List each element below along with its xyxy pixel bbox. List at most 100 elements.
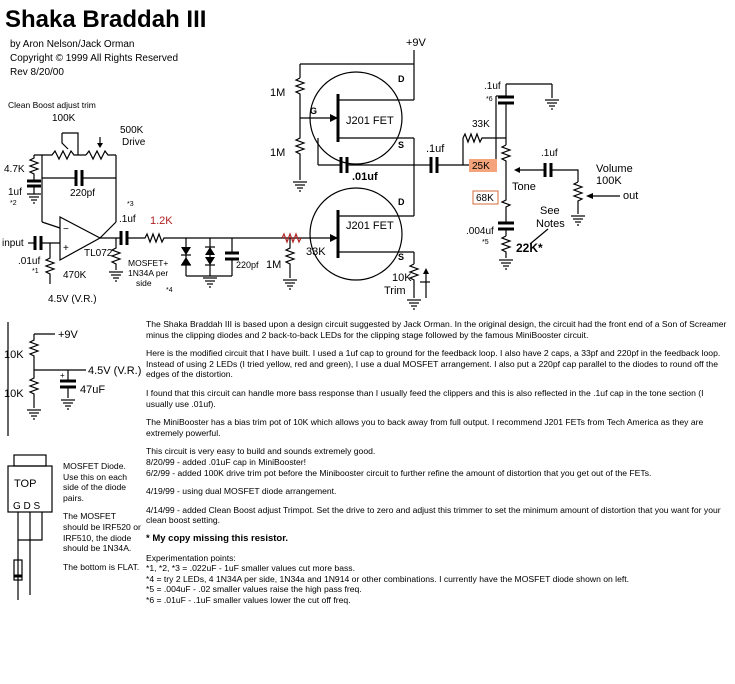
mark-6-label: *6 — [486, 96, 493, 103]
fet1-pin-d: D — [398, 74, 405, 84]
trim-10k — [408, 263, 420, 298]
r-1-2k-label: 1.2K — [150, 215, 173, 227]
fet1-label: J201 FET — [346, 115, 394, 127]
svg-text:+: + — [63, 243, 69, 254]
notes-experiment-6: *6 = .01uF - .1uF smaller values lower t… — [146, 594, 351, 605]
r-1m-b-label: 1M — [270, 147, 285, 159]
r-68k-box — [472, 190, 499, 205]
c-1uf-out-label: .1uf — [426, 143, 445, 155]
out-label: out — [623, 190, 638, 202]
c-1uf-label: 1uf — [8, 187, 22, 198]
mark-4-label: *4 — [166, 287, 173, 294]
r-25k-highlight — [469, 159, 497, 172]
mosfet-note-1: MOSFET+ — [128, 258, 168, 268]
ps-resistor-1 — [28, 334, 40, 370]
fet2-symbol — [309, 187, 403, 281]
c-1uf-vol-label: .1uf — [541, 148, 558, 159]
fet1-pin-g: G — [310, 106, 317, 116]
c-1uf-b-label: .1uf — [119, 214, 136, 225]
drive-pot — [85, 149, 116, 161]
c-01uf-mid-label: .01uf — [352, 171, 378, 183]
notes-footnote: * My copy missing this resistor. — [146, 532, 289, 544]
resistor-33k-gate — [281, 232, 302, 244]
r-100k-vol-label: 100K — [596, 175, 622, 187]
volume-label: Volume — [596, 163, 633, 175]
volume-pot — [572, 181, 584, 214]
resistor-1m-a — [294, 77, 306, 110]
fet2-pin-s: S — [398, 252, 404, 262]
r-500k-label: 500K — [120, 125, 144, 136]
notes-paragraph-3: I found that this circuit can handle mor… — [146, 387, 704, 409]
notes-experiment-heading: Experimentation points: — [146, 552, 236, 563]
see-notes-2: Notes — [536, 218, 565, 230]
c-220pf-label: 220pf — [70, 188, 95, 199]
pkg-top-label: TOP — [14, 478, 36, 490]
notes-paragraph-4: The MiniBooster has a bias trim pot of 1… — [146, 417, 704, 438]
resistor-1m-c — [284, 238, 296, 278]
tone-pot — [500, 144, 512, 212]
r-1m-a-label: 1M — [270, 87, 285, 99]
notes-experiment-5: *5 = .004uF - .02 smaller values raise t… — [146, 584, 362, 595]
resistor-1-2k — [128, 232, 180, 244]
notes-paragraph-2: Here is the modified circuit that I have… — [146, 348, 721, 380]
pkg-pins-label: G D S — [13, 501, 41, 512]
mark-5-label: *5 — [482, 239, 489, 246]
mosfet-diodes — [181, 238, 232, 277]
r-100k-label: 100K — [52, 113, 76, 124]
c-004uf-label: .004uf — [466, 226, 494, 237]
notes-paragraph-8: 4/19/99 - using dual MOSFET diode arrang… — [146, 486, 337, 497]
notes-paragraph-1: The Shaka Braddah III is based upon a de… — [146, 319, 727, 340]
authors: by Aron Nelson/Jack Orman — [10, 39, 135, 50]
mark-1-label: *1 — [32, 268, 39, 275]
opamp-label: TL072 — [84, 248, 113, 259]
notes-experiment-4: *4 = try 2 LEDs, 4 1N34A per side, 1N34a… — [146, 573, 630, 584]
r-25k-label: 25K — [472, 161, 490, 172]
c-220pf-b-label: 220pf — [236, 260, 259, 270]
mosfet-note-3: side — [136, 278, 152, 288]
svg-text:+: + — [60, 371, 65, 380]
side-note-2: The MOSFET should be IRF520 or IRF510, t… — [63, 511, 141, 554]
notes-text: The Shaka Braddah III is based upon a de… — [146, 319, 728, 605]
mosfet-side-notes: MOSFET Diode. Use this on each side of t… — [63, 461, 143, 580]
resistor-470k-2 — [110, 238, 122, 270]
copyright: Copyright © 1999 All Rights Reserved — [10, 53, 178, 64]
see-notes-1: See — [540, 205, 560, 217]
svg-text:−: − — [63, 224, 69, 235]
resistor-4-7k — [28, 154, 42, 176]
r-470k-label: 470K — [63, 270, 87, 281]
mark-3-label: *3 — [127, 201, 134, 208]
title: Shaka Braddah III — [5, 6, 206, 33]
fet2-label: J201 FET — [346, 220, 394, 232]
r-33k-b-label: 33K — [472, 119, 490, 130]
side-note-3: The bottom is FLAT. — [63, 561, 140, 572]
tone-label: Tone — [512, 181, 536, 193]
side-note-1: MOSFET Diode. Use this on each side of t… — [63, 461, 128, 503]
ps-r2-label: 10K — [4, 388, 24, 400]
notes-paragraph-6: 8/20/99 - added .01uF cap in MiniBooster… — [146, 456, 307, 467]
bias-label: 4.5V (V.R.) — [48, 294, 97, 305]
r-1m-c-label: 1M — [266, 259, 281, 271]
resistor-1m-b — [294, 110, 306, 180]
drive-label: Drive — [122, 137, 146, 148]
notes-paragraph-5: This circuit is very easy to build and s… — [146, 446, 376, 457]
clean-boost-label: Clean Boost adjust trim — [8, 100, 96, 110]
v9-label: +9V — [406, 37, 427, 49]
ps-r1-label: 10K — [4, 349, 24, 361]
c-1uf-top-label: .1uf — [484, 81, 501, 92]
resistor-470k — [44, 243, 56, 280]
notes-paragraph-7: 6/2/99 - added 100K drive trim pot befor… — [146, 467, 652, 478]
r-68k-label: 68K — [476, 193, 494, 204]
input-label: input — [2, 238, 24, 249]
c-01uf-label: .01uf — [18, 256, 40, 267]
clean-boost-trim — [42, 149, 86, 161]
revision: Rev 8/20/00 — [10, 67, 64, 78]
ps-cap-label: 47uF — [80, 384, 105, 396]
notes-experiment-1: *1, *2, *3 = .022uF - 1uF smaller values… — [146, 563, 355, 574]
trim-label: Trim — [384, 285, 406, 297]
mark-2-label: *2 — [10, 200, 17, 207]
opamp-tl072 — [59, 216, 102, 262]
r-33k-a-label: 33K — [306, 246, 326, 258]
resistor-22k — [500, 235, 512, 258]
r-22k-label: 22K* — [516, 241, 543, 255]
